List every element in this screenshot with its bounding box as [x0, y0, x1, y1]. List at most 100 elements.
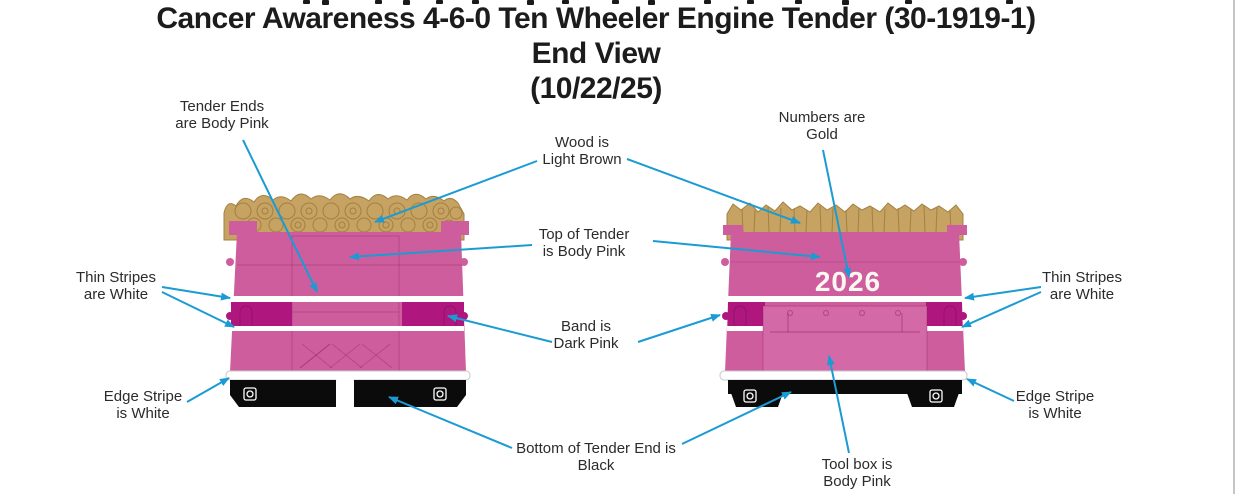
arrow-band-left: [447, 314, 553, 343]
label-toolbox-line2: Body Pink: [823, 472, 891, 490]
clipped-text-fragment: [436, 0, 443, 4]
clipped-text-fragment: [648, 0, 655, 5]
right-base-bolts: [743, 389, 943, 403]
left-band-left-segment: [231, 302, 292, 326]
left-grab-bump: [460, 258, 468, 266]
clipped-text-fragment: [375, 0, 382, 4]
clipped-text-fragment: [562, 0, 569, 4]
label-thin-stripes-left-line2: are White: [83, 285, 149, 303]
label-edge-stripe-right-line2: is White: [1028, 404, 1082, 422]
label-top-of-tender-line2: is Body Pink: [542, 242, 626, 260]
right-base-bar: [728, 380, 962, 394]
left-band-bump: [460, 312, 468, 320]
label-numbers: Numbers are Gold: [762, 109, 882, 143]
right-grab-bump: [721, 258, 729, 266]
label-top-of-tender: Top of Tender is Body Pink: [523, 226, 645, 260]
arrow-top-of-tender-right: [652, 240, 821, 261]
right-band-handle-detail: [733, 305, 957, 326]
right-tender: 2026: [719, 201, 968, 407]
right-base: [728, 380, 962, 407]
arrow-bottom-black-left: [388, 396, 513, 449]
label-numbers-line1: Numbers are: [778, 109, 866, 126]
toolbox-bolts: [770, 310, 920, 333]
arrow-thin-stripes-left-upper: [161, 286, 231, 301]
title-line-3: (10/22/25): [530, 72, 662, 105]
right-band-left-segment: [728, 302, 765, 326]
right-band-bump: [959, 312, 967, 320]
clipped-text-fragment: [403, 0, 410, 5]
clipped-text-fragment: [612, 0, 619, 4]
label-bottom-black: Bottom of Tender End is Black: [496, 440, 696, 474]
left-band-handle-detail: [239, 305, 457, 326]
arrow-top-of-tender-left: [349, 244, 533, 261]
label-thin-stripes-left: Thin Stripes are White: [56, 269, 176, 303]
label-edge-stripe-left-line2: is White: [116, 404, 170, 422]
left-shoulder-left: [229, 221, 257, 235]
label-wood-line1: Wood is: [555, 134, 609, 151]
label-wood-line2: Light Brown: [542, 150, 622, 168]
left-base: [230, 372, 466, 408]
arrow-edge-stripe-left: [186, 377, 230, 403]
right-base-foot-right: [907, 393, 959, 407]
label-top-of-tender-line1: Top of Tender: [538, 226, 630, 243]
right-toolbox: [762, 305, 928, 373]
label-tender-ends-line2: are Body Pink: [175, 114, 269, 132]
clipped-text-fragment: [1006, 0, 1013, 4]
left-base-bolts: [243, 387, 447, 401]
window-edge-divider: [1233, 0, 1235, 494]
title-line-2: End View: [531, 37, 661, 70]
clipped-text-fragment: [704, 0, 711, 4]
label-thin-stripes-right: Thin Stripes are White: [1022, 269, 1142, 303]
clipped-text-fragment: [747, 0, 754, 4]
left-thin-stripe-lower: [230, 326, 464, 331]
arrow-thin-stripes-left-lower: [161, 291, 235, 328]
label-thin-stripes-right-line2: are White: [1049, 285, 1115, 303]
arrow-numbers-gold: [822, 149, 852, 278]
right-band-bump: [722, 312, 730, 320]
right-band-right-segment: [926, 302, 962, 326]
label-tender-ends: Tender Ends are Body Pink: [157, 98, 287, 132]
arrow-band-right: [637, 314, 721, 343]
label-band-line1: Band is: [560, 318, 612, 335]
arrow-toolbox: [826, 355, 850, 454]
clipped-text-fragment: [472, 0, 479, 4]
label-edge-stripe-right: Edge Stripe is White: [995, 388, 1115, 422]
left-tender: [223, 193, 471, 408]
label-edge-stripe-right-line1: Edge Stripe: [1015, 388, 1095, 405]
arrow-thin-stripes-right-upper: [964, 286, 1042, 301]
clipped-text-fragment: [842, 0, 849, 5]
left-band-right-segment: [402, 302, 464, 326]
clipped-text-fragment: [303, 0, 310, 4]
arrow-wood-right: [626, 158, 801, 224]
label-bottom-black-line2: Black: [577, 456, 615, 474]
label-band-line2: Dark Pink: [553, 334, 619, 352]
label-numbers-line2: Gold: [806, 125, 838, 143]
right-thin-stripe-upper: [727, 296, 963, 302]
label-wood: Wood is Light Brown: [521, 134, 643, 168]
left-wood-shape: [223, 193, 465, 241]
right-wood-load: [726, 201, 964, 241]
right-shoulder-left: [723, 225, 743, 235]
title-line-1: Cancer Awareness 4-6-0 Ten Wheeler Engin…: [156, 2, 1036, 35]
right-grab-bump: [959, 258, 967, 266]
clipped-text-fragment: [795, 0, 802, 4]
label-band: Band is Dark Pink: [526, 318, 646, 352]
left-wood-load: [223, 193, 465, 241]
left-band-bump: [226, 312, 234, 320]
right-edge-stripe: [719, 370, 968, 381]
right-shoulder-right: [947, 225, 967, 235]
label-toolbox: Tool box is Body Pink: [797, 456, 917, 490]
right-dark-band: [722, 302, 967, 326]
clipped-text-fragment: [527, 0, 534, 5]
label-edge-stripe-left: Edge Stripe is White: [83, 388, 203, 422]
clipped-text-fragment: [322, 0, 329, 5]
left-grab-bump: [226, 258, 234, 266]
arrow-edge-stripe-right: [966, 378, 1015, 402]
left-base-slot: [336, 382, 354, 408]
label-thin-stripes-right-line1: Thin Stripes: [1041, 269, 1123, 286]
arrow-tender-ends: [242, 139, 318, 293]
left-thin-stripe-upper: [230, 296, 464, 302]
label-bottom-black-line1: Bottom of Tender End is: [516, 440, 676, 457]
right-wood-shape: [726, 201, 964, 241]
